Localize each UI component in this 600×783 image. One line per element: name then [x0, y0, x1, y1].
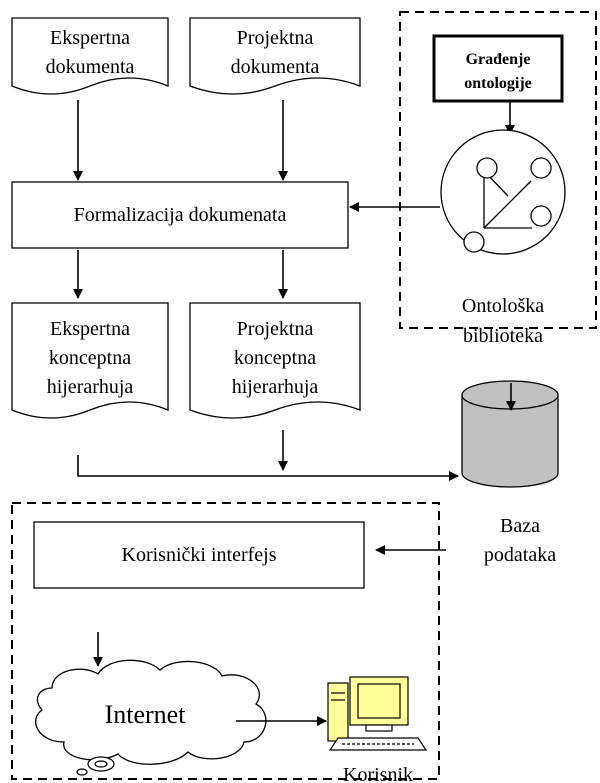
project-documents-label-line1: Projektna — [237, 27, 314, 49]
ontology-building-label-line1: Građenje — [466, 51, 531, 68]
user-interface-label: Korisnički interfejs — [122, 544, 277, 566]
expert-hierarchy-label-line3: hijerarhuja — [47, 376, 134, 398]
formalization-box — [11, 181, 349, 249]
project-documents-label-line2: dokumenta — [231, 56, 320, 78]
ontology-building-box — [432, 34, 564, 103]
ontology-library-label-line2: biblioteka — [463, 325, 543, 347]
ontology-library-label-line1: Ontološka — [462, 295, 544, 317]
database-label-line2: podataka — [484, 544, 556, 566]
expert-hierarchy-label-line2: konceptna — [49, 347, 131, 369]
database-label-line1: Baza — [500, 515, 540, 537]
cloud-tail-bubbles — [76, 756, 115, 776]
user-label: Korisnik — [343, 764, 413, 783]
expert-hierarchy-shape — [11, 302, 169, 419]
connector-expert-hierarchy-to-database — [77, 455, 459, 481]
project-hierarchy-label-line1: Projektna — [237, 318, 314, 340]
project-hierarchy-shape — [189, 302, 361, 419]
internet-label: Internet — [105, 700, 187, 729]
ontology-building-label-line2: ontologije — [464, 75, 532, 92]
project-documents-shape — [189, 17, 361, 95]
project-hierarchy-label-line3: hijerarhuja — [232, 376, 319, 398]
user-side-dashed-container — [11, 502, 440, 780]
expert-documents-label-line2: dokumenta — [46, 56, 135, 78]
project-hierarchy-label-line2: konceptna — [234, 347, 316, 369]
ontology-dashed-container — [399, 11, 597, 329]
formalization-label: Formalizacija dokumenata — [74, 204, 287, 226]
expert-documents-label-line1: Ekspertna — [50, 27, 130, 49]
user-interface-box — [33, 521, 365, 589]
expert-documents-shape — [11, 17, 169, 95]
ontology-library-circle — [440, 129, 566, 255]
internet-cloud — [35, 659, 267, 765]
computer-icon — [327, 676, 428, 751]
ontology-graph-icon — [463, 157, 552, 253]
expert-hierarchy-label-line1: Ekspertna — [50, 318, 130, 340]
database-cylinder — [461, 380, 559, 488]
